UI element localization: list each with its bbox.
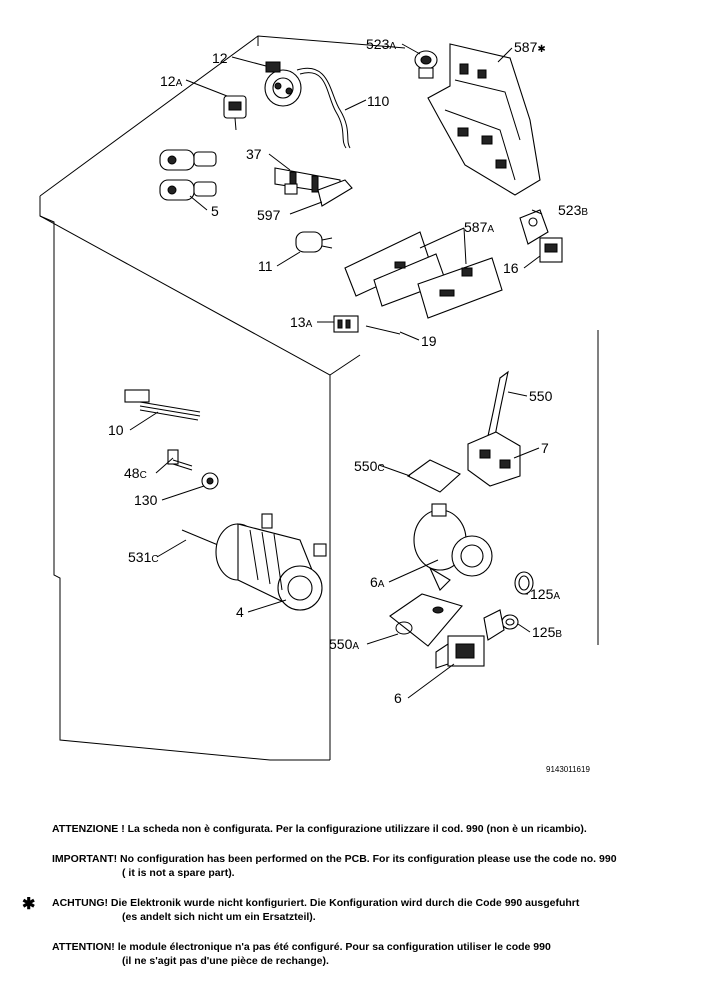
drawing-code: 9143011619 — [546, 765, 590, 774]
leader-lines — [129, 43, 543, 699]
label-part-587a: 587A — [464, 219, 494, 235]
part-7-pump-assembly — [467, 431, 521, 487]
note-german-line1: ACHTUNG! Die Elektronik wurde nicht konf… — [52, 897, 580, 909]
label-part-587: 587✱ — [514, 39, 546, 55]
label-part-16: 16 — [503, 260, 519, 276]
note-english: IMPORTANT! No configuration has been per… — [52, 852, 617, 880]
note-french-line1: ATTENTION! le module électronique n'a pa… — [52, 941, 551, 953]
part-550a-filter-panel — [389, 593, 463, 647]
part-11-capacitor — [295, 231, 333, 253]
exploded-parts-diagram: 12 12A 110 523A 587✱ 5 37 597 523B 587A … — [39, 35, 599, 774]
part-110-hose — [296, 67, 351, 149]
part-10-heater — [124, 389, 201, 421]
label-part-37: 37 — [246, 146, 262, 162]
part-523a-knob — [414, 50, 438, 79]
label-part-10: 10 — [108, 422, 124, 438]
part-125a-seal-inner — [518, 575, 530, 591]
note-german-line2: (es andelt sich nicht um ein Ersatzteil)… — [122, 911, 316, 923]
part-13a-connector — [333, 315, 359, 333]
label-part-523a: 523A — [366, 36, 396, 52]
note-english-line1: IMPORTANT! No configuration has been per… — [52, 853, 617, 865]
label-part-550: 550 — [529, 388, 553, 404]
note-italian: ATTENZIONE ! La scheda non è configurata… — [52, 822, 587, 836]
asterisk-marker: ✱ — [22, 896, 36, 913]
note-italian-line1: ATTENZIONE ! La scheda non è configurata… — [52, 823, 587, 835]
label-part-19: 19 — [421, 333, 437, 349]
part-6-drain-pump — [435, 609, 505, 669]
note-german: ACHTUNG! Die Elektronik wurde nicht konf… — [52, 896, 579, 924]
part-587-electronic-module — [427, 43, 541, 196]
label-part-6a: 6A — [370, 574, 385, 590]
part-6a-pump-housing — [413, 503, 493, 591]
part-16-door-lock — [539, 237, 563, 263]
part-5-inlet-valve — [159, 149, 217, 201]
note-french-line2: (il ne s'agit pas d'une pièce de rechang… — [122, 955, 329, 967]
label-part-12a: 12A — [160, 73, 183, 89]
label-part-531c: 531C — [128, 549, 159, 565]
note-french: ATTENTION! le module électronique n'a pa… — [52, 940, 551, 968]
note-english-line2: ( it is not a spare part). — [122, 867, 235, 879]
part-523b-plate — [519, 209, 549, 245]
label-part-125b: 125B — [532, 624, 562, 640]
part-12-pressure-switch — [264, 61, 302, 107]
label-part-13a: 13A — [290, 314, 313, 330]
part-531c-screw — [181, 529, 219, 546]
part-597-bracket — [317, 179, 353, 207]
label-part-550a: 550A — [329, 636, 359, 652]
part-labels: 12 12A 110 523A 587✱ 5 37 597 523B 587A … — [108, 36, 588, 706]
label-part-6: 6 — [394, 690, 402, 706]
label-part-130: 130 — [134, 492, 158, 508]
label-part-11: 11 — [258, 258, 273, 274]
label-part-48c: 48C — [124, 465, 147, 481]
label-part-12: 12 — [212, 50, 228, 66]
label-part-7: 7 — [541, 440, 549, 456]
label-part-597: 597 — [257, 207, 281, 223]
part-19-sensor — [365, 325, 401, 335]
part-550c-cover — [406, 459, 461, 493]
label-part-4: 4 — [236, 604, 244, 620]
part-130-nut — [201, 472, 219, 490]
label-part-523b: 523B — [558, 202, 588, 218]
cabinet-outline — [39, 35, 599, 761]
label-part-550c: 550C — [354, 458, 385, 474]
label-part-5: 5 — [211, 203, 219, 219]
part-125b-seal-inner — [505, 618, 515, 626]
label-part-125a: 125A — [530, 586, 560, 602]
part-587a-boards — [344, 231, 503, 319]
part-550-lever — [487, 370, 509, 437]
part-48c-bolt — [167, 449, 193, 471]
part-4-motor — [215, 513, 327, 611]
label-part-110: 110 — [367, 93, 390, 109]
part-12a-pressure-switch — [223, 95, 247, 131]
